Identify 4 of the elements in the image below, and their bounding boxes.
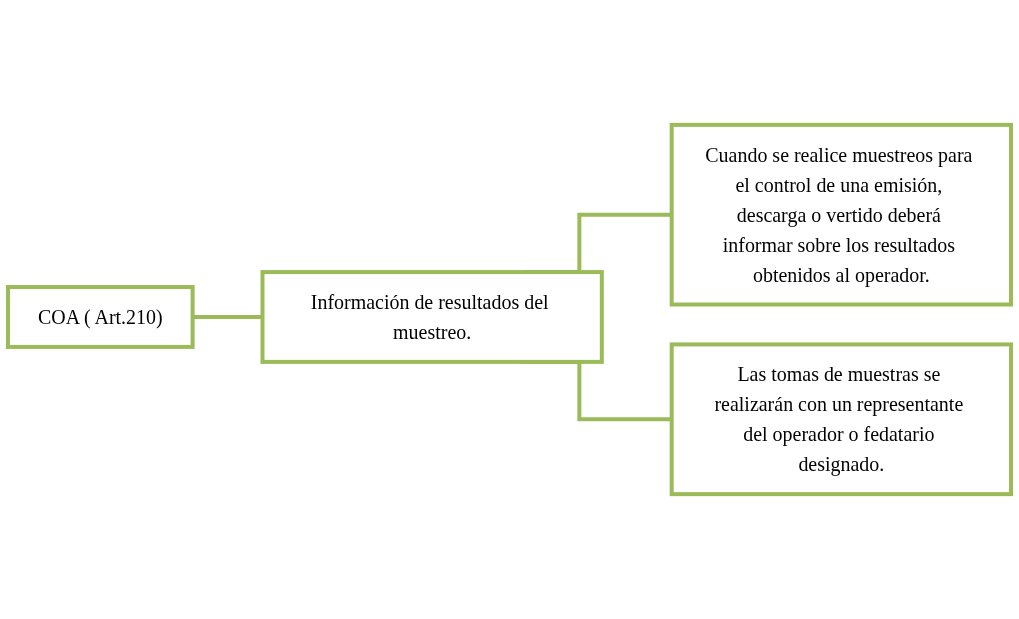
node-box: Información de resultados del muestreo.: [260, 270, 604, 364]
node-box: Las tomas de muestras se realizarán con un representante del operador o fedatario designado.: [669, 342, 1013, 497]
node-box: Cuando se realice muestreos para el control de una emisión, descarga o vertido deberá informar sobre los resultados obtenidos al operador.: [669, 122, 1013, 307]
node-box: COA ( Art.210): [6, 285, 195, 349]
